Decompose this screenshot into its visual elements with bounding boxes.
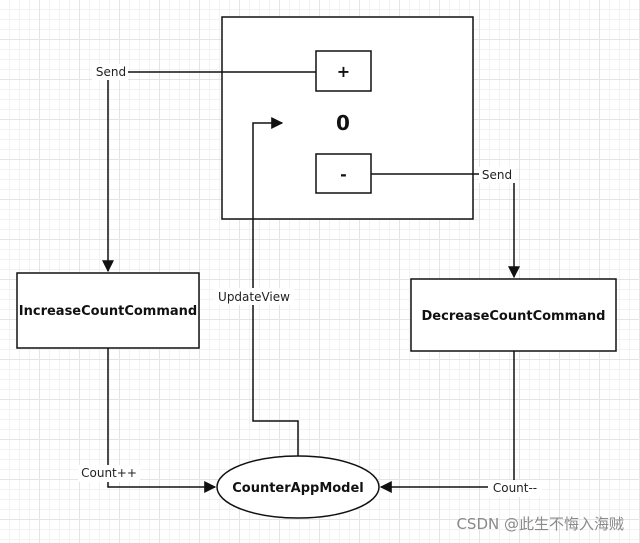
counter-app-model-label: CounterAppModel bbox=[232, 481, 364, 496]
increase-command-label: IncreaseCountCommand bbox=[19, 304, 197, 319]
counter-value: 0 bbox=[336, 111, 350, 135]
decrease-command-label: DecreaseCountCommand bbox=[422, 309, 606, 324]
minus-button[interactable]: - bbox=[315, 153, 372, 194]
increase-command-node: IncreaseCountCommand bbox=[16, 272, 200, 349]
edge-label-send-plus: Send bbox=[96, 65, 126, 79]
plus-button[interactable]: + bbox=[315, 50, 372, 92]
minus-button-label: - bbox=[340, 165, 347, 184]
edge-count-increment bbox=[107, 348, 217, 493]
plus-button-label: + bbox=[337, 62, 350, 81]
edge-count-decrement bbox=[379, 351, 515, 493]
edge-label-count-decrement: Count-- bbox=[493, 481, 537, 495]
edge-label-count-increment: Count++ bbox=[81, 466, 137, 480]
counter-app-model-node: CounterAppModel bbox=[216, 455, 380, 519]
edge-label-update-view: UpdateView bbox=[218, 290, 290, 304]
edge-update-view bbox=[252, 117, 299, 456]
csdn-watermark: CSDN @此生不悔入海贼 bbox=[456, 515, 624, 533]
decrease-command-node: DecreaseCountCommand bbox=[410, 278, 617, 352]
edge-label-send-minus: Send bbox=[482, 168, 512, 182]
